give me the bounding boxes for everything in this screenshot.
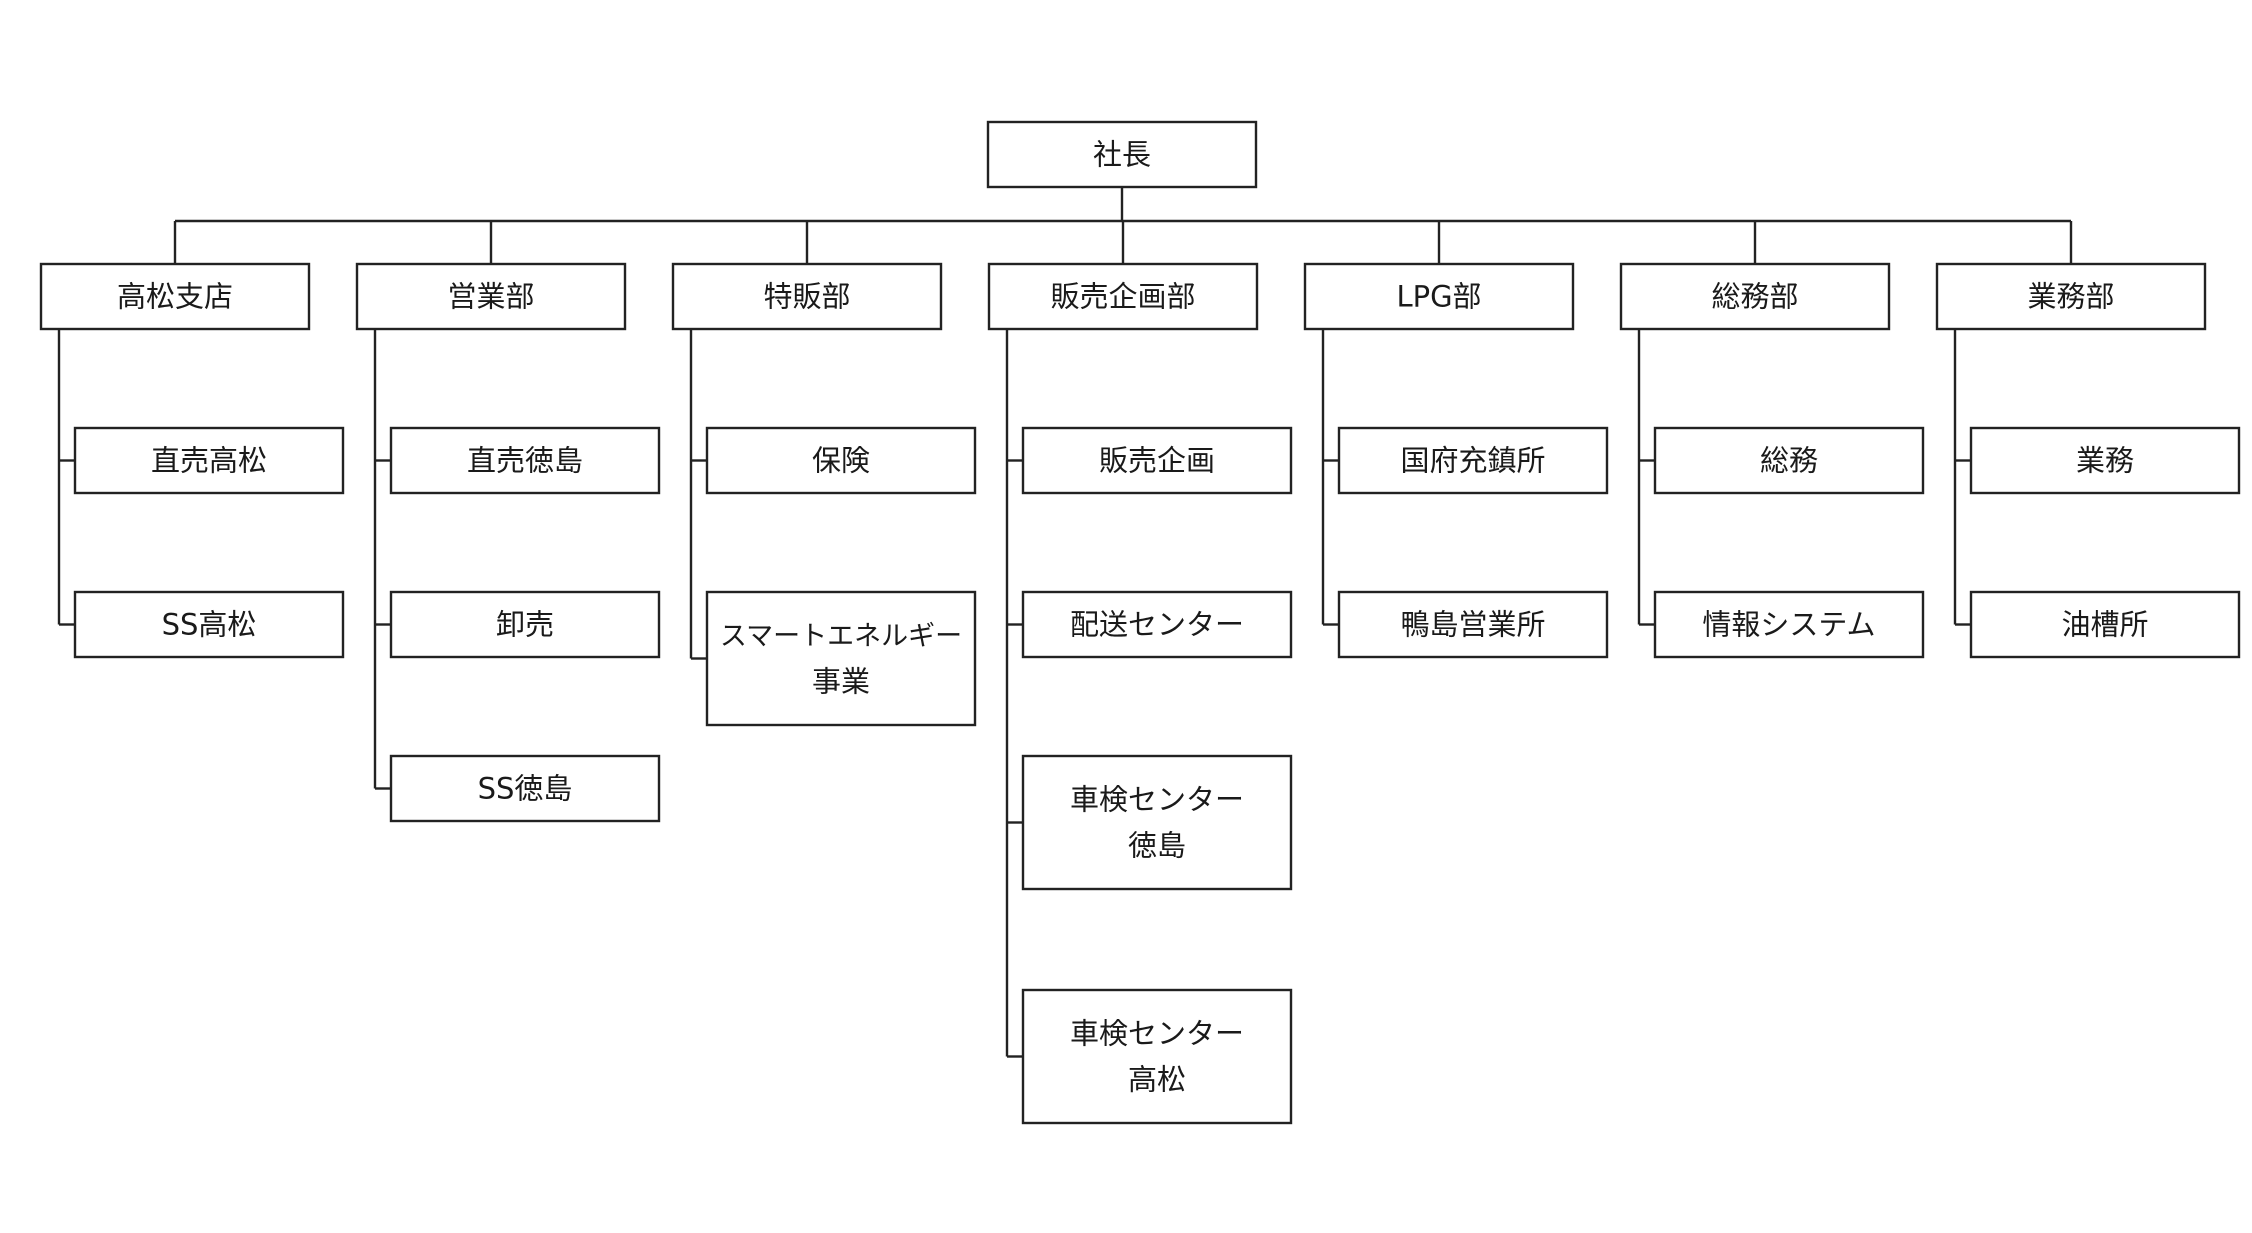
child-box: 情報システム (1653, 590, 1925, 659)
child-box-label: 徳島 (1128, 829, 1186, 863)
child-box-label: 油槽所 (2061, 608, 2148, 642)
child-box-label: SS高松 (162, 608, 257, 642)
child-box-label: 直売高松 (151, 444, 267, 478)
department-box-frame (1619, 262, 1891, 331)
child-box: 国府充鎮所 (1337, 426, 1609, 495)
child-box-frame (705, 426, 977, 495)
child-box: 総務 (1653, 426, 1925, 495)
department-box: 高松支店 (39, 262, 311, 331)
child-box-frame (1653, 590, 1925, 659)
department-box-label: LPG部 (1396, 280, 1481, 314)
child-box-label: 高松 (1128, 1063, 1186, 1097)
child-box-frame (1969, 590, 2241, 659)
child-box-frame (389, 426, 661, 495)
child-box: 鴨島営業所 (1337, 590, 1609, 659)
department-box: 業務部 (1935, 262, 2207, 331)
child-box: 油槽所 (1969, 590, 2241, 659)
child-box-label: 国府充鎮所 (1400, 444, 1545, 478)
child-box: SS徳島 (389, 754, 661, 823)
department-box: 特販部 (671, 262, 943, 331)
child-box-frame (1337, 426, 1609, 495)
child-box-label: 直売徳島 (467, 444, 583, 478)
child-box-frame (1021, 590, 1293, 659)
department-box-frame (355, 262, 627, 331)
child-box-label: 情報システム (1702, 608, 1875, 642)
child-box: 保険 (705, 426, 977, 495)
child-box: 業務 (1969, 426, 2241, 495)
root-box: 社長 (986, 120, 1258, 189)
child-box-frame (1021, 988, 1293, 1125)
child-box-label: 鴨島営業所 (1400, 608, 1545, 642)
department-box-label: 特販部 (763, 280, 850, 314)
child-box: 直売高松 (73, 426, 345, 495)
child-box-label: 販売企画 (1099, 444, 1215, 478)
department-box-label: 販売企画部 (1050, 280, 1195, 314)
child-box: 販売企画 (1021, 426, 1293, 495)
connector-lines (57, 187, 2073, 1058)
department-box: 販売企画部 (987, 262, 1259, 331)
child-box: 配送センター (1021, 590, 1293, 659)
department-box: 営業部 (355, 262, 627, 331)
child-box-frame (1337, 590, 1609, 659)
department-box-frame (1935, 262, 2207, 331)
child-box-label: 車検センター (1070, 1017, 1244, 1051)
department-box-frame (1303, 262, 1575, 331)
department-box-label: 業務部 (2027, 280, 2114, 314)
child-box-label: 車検センター (1070, 783, 1244, 817)
child-box-label: 業務 (2076, 444, 2134, 478)
department-box: 総務部 (1619, 262, 1891, 331)
root-box-label: 社長 (1093, 138, 1151, 172)
department-box-label: 営業部 (447, 280, 534, 314)
child-box-frame (73, 590, 345, 659)
child-box: SS高松 (73, 590, 345, 659)
department-box-frame (671, 262, 943, 331)
department-box-label: 総務部 (1711, 280, 1798, 314)
child-box-label: スマートエネルギー (720, 621, 962, 652)
child-box-frame (389, 754, 661, 823)
department-box-frame (987, 262, 1259, 331)
child-box-label: 総務 (1760, 444, 1818, 478)
child-box-frame (1969, 426, 2241, 495)
child-box-label: SS徳島 (478, 772, 573, 806)
child-box-label: 卸売 (496, 608, 554, 642)
child-box-label: 事業 (812, 665, 870, 699)
child-box-frame (1653, 426, 1925, 495)
department-box: LPG部 (1303, 262, 1575, 331)
child-box-label: 保険 (812, 444, 870, 478)
department-box-frame (39, 262, 311, 331)
child-box: 卸売 (389, 590, 661, 659)
child-box-frame (705, 590, 977, 727)
root-box-frame (986, 120, 1258, 189)
child-box-label: 配送センター (1070, 608, 1244, 642)
child-box-frame (73, 426, 345, 495)
child-box-frame (389, 590, 661, 659)
department-box-label: 高松支店 (117, 280, 233, 314)
child-box-frame (1021, 426, 1293, 495)
child-box: 直売徳島 (389, 426, 661, 495)
child-box-frame (1021, 754, 1293, 891)
